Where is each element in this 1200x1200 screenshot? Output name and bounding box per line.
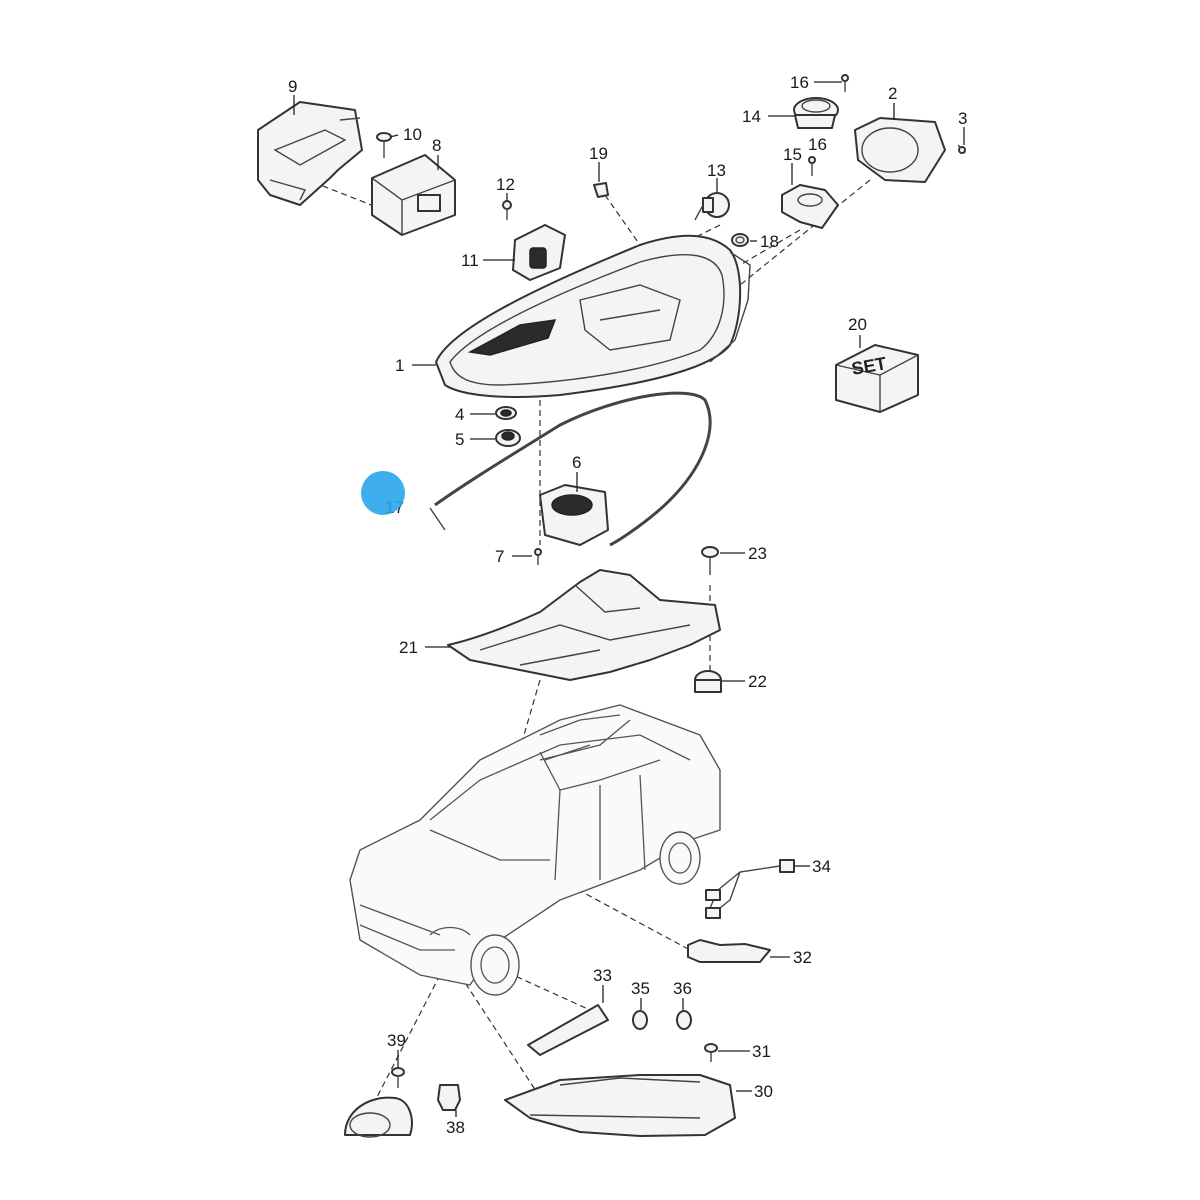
callout-10: 10 <box>403 125 422 144</box>
callout-33: 33 <box>593 966 612 985</box>
callout-11: 11 <box>461 251 479 270</box>
callout-2: 2 <box>888 84 897 103</box>
callout-14: 14 <box>742 107 761 126</box>
callout-21: 21 <box>399 638 418 657</box>
callout-5: 5 <box>455 430 464 449</box>
callout-15: 15 <box>783 145 802 164</box>
callout-22: 22 <box>748 672 767 691</box>
callout-31: 31 <box>752 1042 771 1061</box>
car-illustration <box>349 704 721 996</box>
callout-39: 39 <box>387 1031 406 1050</box>
part-19-clip <box>593 182 609 198</box>
callout-16: 16 <box>808 135 827 154</box>
part-34-harness <box>705 859 795 919</box>
part-23-screw <box>701 546 719 575</box>
callout-34: 34 <box>812 857 831 876</box>
callout-35: 35 <box>631 979 650 998</box>
part-12-screw <box>502 200 512 220</box>
callout-20: 20 <box>848 315 867 334</box>
part-5-washer <box>495 429 521 447</box>
part-39-screw <box>391 1067 405 1088</box>
part-16-top-screw <box>841 74 849 92</box>
part-18-grommet <box>731 233 749 247</box>
part-16-screw <box>808 156 816 176</box>
part-14-actuator <box>793 97 839 129</box>
part-11-module <box>512 224 566 281</box>
part-10-screw <box>376 132 392 158</box>
callout-labels: 1 2 3 4 5 6 7 8 9 10 11 12 13 14 15 16 1… <box>288 73 967 1137</box>
part-38-bulb <box>437 1084 461 1111</box>
fog-lamp <box>344 1096 413 1138</box>
callout-12: 12 <box>496 175 515 194</box>
part-13-bulb <box>694 192 730 221</box>
part-7-screw <box>534 548 542 565</box>
highlight-marker[interactable] <box>361 471 405 515</box>
part-15-bracket <box>781 184 839 229</box>
part-3-screw <box>957 144 966 154</box>
part-21-carrier-bracket <box>447 569 721 681</box>
part-1-headlight <box>435 234 751 398</box>
part-22-grommet <box>694 670 722 693</box>
callout-32: 32 <box>793 948 812 967</box>
part-33-light-strip <box>527 1004 609 1056</box>
part-35-bulb <box>632 1010 648 1030</box>
part-6-module <box>539 484 609 546</box>
part-4-nut <box>495 406 517 420</box>
callout-19: 19 <box>589 144 608 163</box>
callout-16-top: 16 <box>790 73 809 92</box>
part-32-side-light <box>687 939 771 963</box>
callout-1: 1 <box>395 356 404 375</box>
part-20-set-box: SET <box>835 344 919 413</box>
callout-30: 30 <box>754 1082 773 1101</box>
part-31-screw <box>704 1043 718 1062</box>
part-2-housing-cap <box>854 117 946 183</box>
callout-36: 36 <box>673 979 692 998</box>
callout-3: 3 <box>958 109 967 128</box>
leader-lines <box>293 81 965 1117</box>
callout-6: 6 <box>572 453 581 472</box>
part-30-bumper-light <box>504 1074 736 1137</box>
callout-38: 38 <box>446 1118 465 1137</box>
part-36-bulb <box>676 1010 692 1030</box>
part-8-control-module <box>371 154 456 236</box>
part-9-bracket <box>257 101 363 206</box>
callout-8: 8 <box>432 136 441 155</box>
callout-18: 18 <box>760 232 779 251</box>
callout-23: 23 <box>748 544 767 563</box>
callout-7: 7 <box>495 547 504 566</box>
callout-9: 9 <box>288 77 297 96</box>
callout-4: 4 <box>455 405 464 424</box>
callout-13: 13 <box>707 161 726 180</box>
part-17-seal <box>429 391 712 547</box>
